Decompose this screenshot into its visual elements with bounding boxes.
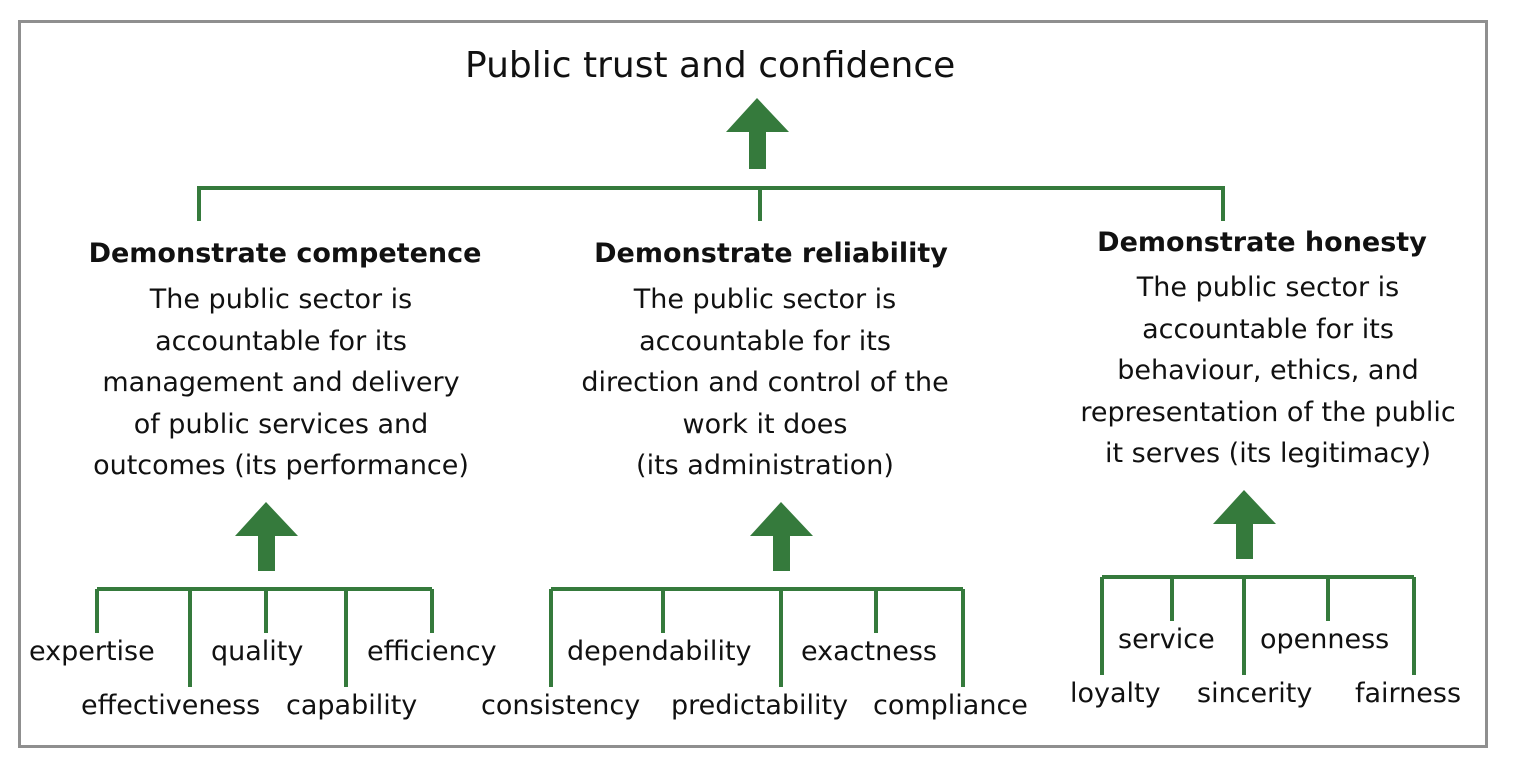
competence-arrow-icon [235, 502, 298, 571]
attribute-consistency: consistency [481, 690, 641, 721]
competence-description: The public sector is accountable for its… [93, 279, 469, 487]
description-line: The public sector is [149, 284, 413, 315]
description-line: The public sector is [633, 284, 897, 315]
attribute-compliance: compliance [873, 690, 1028, 721]
description-line: of public services and [133, 408, 429, 440]
attribute-openness: openness [1260, 624, 1390, 655]
attribute-efficiency: efficiency [367, 636, 497, 667]
attribute-capability: capability [286, 690, 418, 721]
description-line: accountable for its [155, 325, 407, 357]
reliability-heading: Demonstrate reliability [594, 238, 948, 269]
attribute-loyalty: loyalty [1070, 678, 1161, 709]
competence-bracket-line [95, 587, 434, 687]
top-arrow-icon [726, 98, 789, 169]
description-line: The public sector is [1136, 272, 1400, 303]
attribute-sincerity: sincerity [1197, 678, 1313, 709]
description-line: (its administration) [636, 450, 894, 481]
description-line: accountable for its [1142, 313, 1394, 345]
attribute-service: service [1118, 624, 1215, 655]
description-line: management and delivery [102, 367, 460, 398]
attribute-effectiveness: effectiveness [81, 690, 261, 721]
description-line: representation of the public [1080, 396, 1456, 428]
description-line: it serves (its legitimacy) [1104, 438, 1431, 469]
attribute-fairness: fairness [1355, 678, 1462, 709]
reliability-bracket-line [549, 587, 965, 687]
attribute-dependability: dependability [567, 636, 752, 667]
reliability-description: The public sector is accountable for its… [581, 279, 948, 487]
description-line: work it does [682, 408, 848, 440]
attribute-expertise: expertise [29, 636, 155, 667]
description-line: outcomes (its performance) [93, 450, 469, 481]
description-line: behaviour, ethics, and [1117, 355, 1419, 386]
competence-heading: Demonstrate competence [88, 238, 482, 269]
description-line: direction and control of the [581, 367, 949, 398]
reliability-arrow-icon [750, 502, 813, 571]
honesty-description: The public sector is accountable for its… [1080, 267, 1455, 475]
attribute-quality: quality [211, 636, 304, 667]
attribute-predictability: predictability [671, 690, 849, 721]
diagram-title: Public trust and confidence [465, 45, 956, 86]
honesty-bracket-line [1100, 575, 1416, 675]
top-bracket-line [197, 186, 1225, 221]
diagram-frame [18, 20, 1488, 748]
attribute-exactness: exactness [801, 636, 937, 667]
description-line: accountable for its [639, 325, 891, 357]
honesty-heading: Demonstrate honesty [1097, 227, 1427, 258]
honesty-arrow-icon [1213, 490, 1276, 559]
